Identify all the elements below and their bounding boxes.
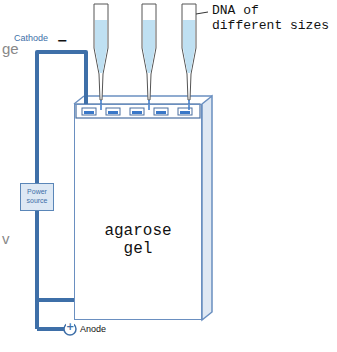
- sample-tubes: [94, 4, 196, 110]
- anode-label: Anode: [80, 324, 106, 334]
- tank-side: [202, 96, 212, 320]
- background-fragment: v: [2, 230, 10, 247]
- well: [154, 108, 168, 115]
- minus-sign: −: [57, 34, 68, 47]
- well: [82, 108, 96, 115]
- pipette-tube: [182, 4, 196, 110]
- leader-line: [196, 12, 208, 14]
- dna-label: DNA of different sizes: [212, 4, 332, 34]
- power-wire: [37, 52, 86, 183]
- pipette-tube: [142, 4, 156, 110]
- well: [178, 108, 192, 115]
- node-text: agarose gel: [98, 223, 178, 258]
- power-wire: [37, 211, 74, 301]
- dna-sample: [84, 111, 94, 114]
- dna-sample: [156, 111, 166, 114]
- agarose-gel: agarose gel: [74, 104, 202, 320]
- plus-sign: +: [66, 322, 74, 332]
- dna-sample: [180, 111, 190, 114]
- cathode-label: Cathode: [14, 33, 48, 43]
- anode-wire-stub: [35, 300, 39, 329]
- anode-terminal: [64, 323, 76, 335]
- dna-sample: [132, 111, 142, 114]
- well: [106, 108, 120, 115]
- pipette-tube: [94, 4, 108, 110]
- well: [130, 108, 144, 115]
- dna-sample: [108, 111, 118, 114]
- comb: [76, 104, 200, 118]
- power-source-box: Power source: [20, 183, 54, 211]
- node-text: Power source: [23, 188, 51, 206]
- wells: [82, 108, 192, 115]
- anode-wire-stub: [37, 327, 64, 331]
- background-fragment: ge: [2, 40, 19, 57]
